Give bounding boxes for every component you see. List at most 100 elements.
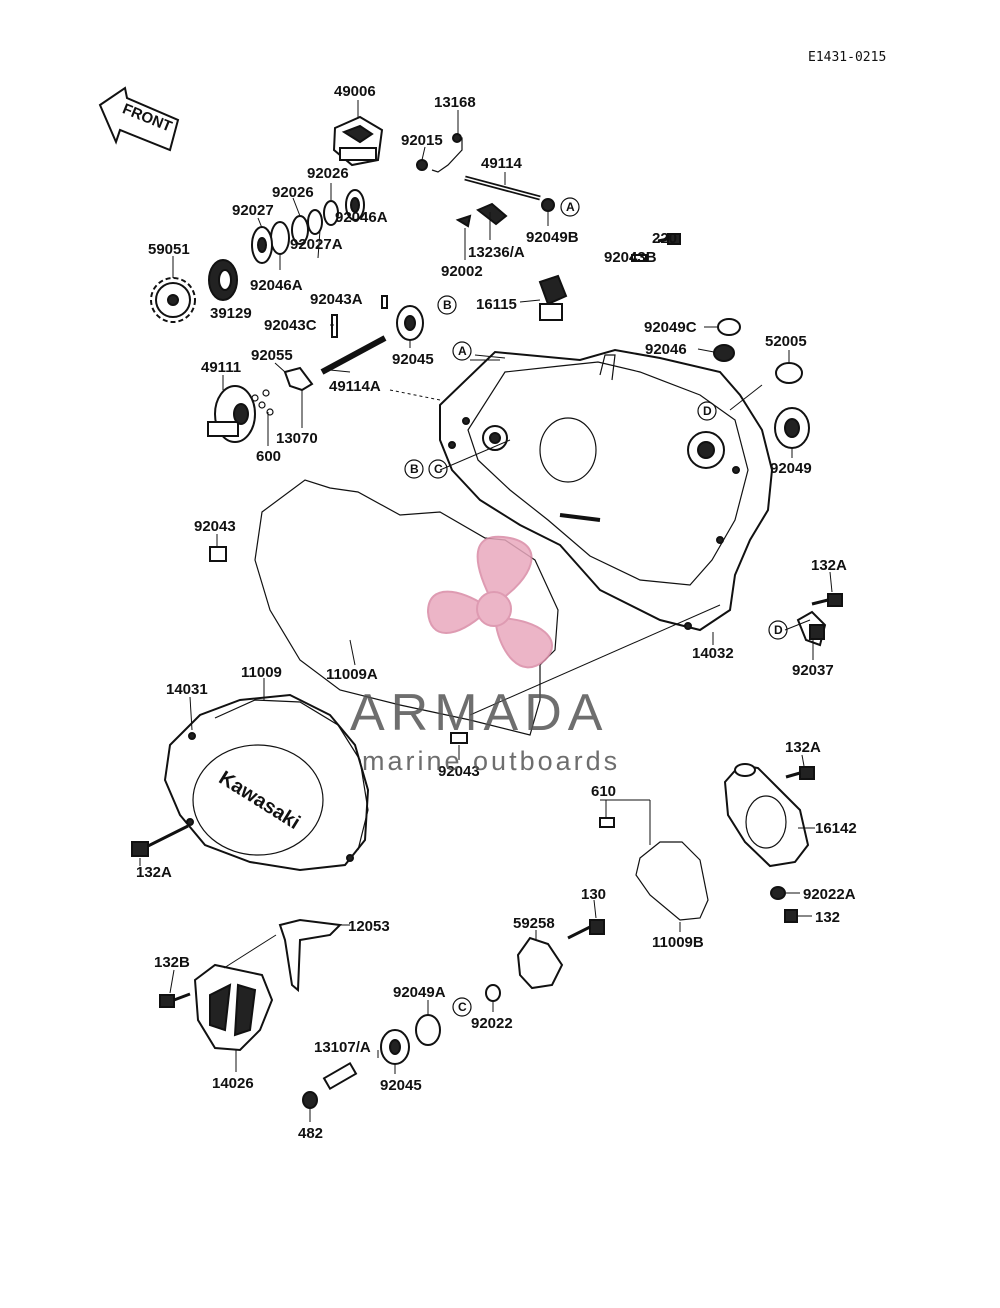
part-12053-bracket [278,918,343,993]
label-132a-2: 132A [785,739,821,756]
label-59051: 59051 [148,241,190,258]
part-600-shape [251,389,274,416]
part-13236a-shape [455,202,508,228]
part-49114a-shape [320,335,387,375]
label-92049a: 92049A [393,984,446,1001]
label-92043-2: 92043 [438,763,480,780]
propeller-logo-icon [426,535,553,669]
label-132a-3: 132A [136,864,172,881]
label-92046a-2: 92046A [250,277,303,294]
label-13168: 13168 [434,94,476,111]
label-482: 482 [298,1125,323,1142]
part-59258-impeller [516,936,564,990]
svg-text:A: A [458,344,467,358]
label-16142: 16142 [815,820,857,837]
label-92022a: 92022A [803,886,856,903]
label-49111: 49111 [201,359,241,376]
label-132a-1: 132A [811,557,847,574]
label-92046: 92046 [645,341,687,358]
callout-d-2: D [768,620,788,640]
label-13070: 13070 [276,430,318,447]
svg-text:A: A [566,200,575,214]
part-92049a-shape [415,1014,441,1046]
label-14026: 14026 [212,1075,254,1092]
label-92027a: 92027A [290,236,343,253]
part-92043-shape-2 [450,732,468,744]
svg-text:B: B [410,462,419,476]
callout-b-1: B [437,295,457,315]
diagram-reference-code: E1431-0215 [808,50,886,65]
label-92043c: 92043C [264,317,317,334]
part-92045-shape-b [380,1029,410,1065]
callout-b-2: B [404,459,424,479]
part-59051-shape [150,277,196,323]
part-132a-shape-3 [785,766,815,780]
label-49114a: 49114A [329,378,381,395]
watermark-tagline: marine outboards [362,746,620,776]
part-16142-pump-cover [723,763,810,868]
part-482-shape [302,1091,318,1109]
label-132: 132 [815,909,840,926]
part-92049b-shape [541,198,555,212]
part-49006-shape [332,115,384,167]
armada-watermark: ARMADA marine outboards [350,535,620,776]
label-92055: 92055 [251,347,293,364]
callout-c-2: C [452,997,472,1017]
part-number-labels: 49006 13168 92015 49114 92026 92026 9202… [136,83,857,1142]
label-132b: 132B [154,954,190,971]
callout-a-2: A [452,341,472,361]
label-610: 610 [591,783,616,800]
part-92043-shape-1 [209,546,227,562]
callout-c-1: C [428,459,448,479]
part-92045-shape-a [396,305,424,341]
label-92015: 92015 [401,132,443,149]
label-92049: 92049 [770,460,812,477]
label-92026-a: 92026 [307,165,349,182]
part-92043b-shape [631,254,647,262]
part-13168-shape [416,133,463,173]
label-92026-b: 92026 [272,184,314,201]
label-92045-b: 92045 [380,1077,422,1094]
svg-text:C: C [458,1000,467,1014]
part-14026-sprocket-cover [193,963,274,1052]
part-13107a-shape [322,1061,358,1091]
label-92022: 92022 [471,1015,513,1032]
part-49111-shape [207,385,256,443]
part-132a-shape-1 [811,593,843,607]
part-132a-shape-2 [131,824,189,857]
part-92049-shape [774,407,810,449]
part-92046-shape [713,344,735,362]
part-92043c-shape [331,314,338,338]
part-132b-shape [159,992,191,1008]
label-92043a: 92043A [310,291,363,308]
part-washer-stack-shape [251,189,365,264]
label-12053: 12053 [348,918,390,935]
label-92043-1: 92043 [194,518,236,535]
label-220: 220 [652,230,677,247]
callout-a-1: A [560,197,580,217]
part-610-shape [599,817,615,828]
svg-text:D: D [774,623,783,637]
label-92049b: 92049B [526,229,579,246]
label-11009: 11009 [241,664,282,681]
label-600: 600 [256,448,281,465]
label-13236a: 13236/A [468,244,525,261]
label-14031: 14031 [166,681,208,698]
label-92002: 92002 [441,263,483,280]
part-92022a-shape [770,886,786,900]
label-49006: 49006 [334,83,376,100]
part-52005-shape [775,362,803,384]
label-39129: 39129 [210,305,252,322]
svg-text:C: C [434,462,443,476]
label-92043b: 92043B [604,249,657,266]
watermark-brand: ARMADA [350,684,608,742]
part-13070-shape [283,366,314,392]
label-130: 130 [581,886,606,903]
part-11009-gasket [214,699,369,851]
leader-lines [139,100,833,1122]
label-59258: 59258 [513,915,555,932]
label-14032: 14032 [692,645,734,662]
part-92022-shape [485,984,501,1002]
part-92037-shape [796,610,827,647]
